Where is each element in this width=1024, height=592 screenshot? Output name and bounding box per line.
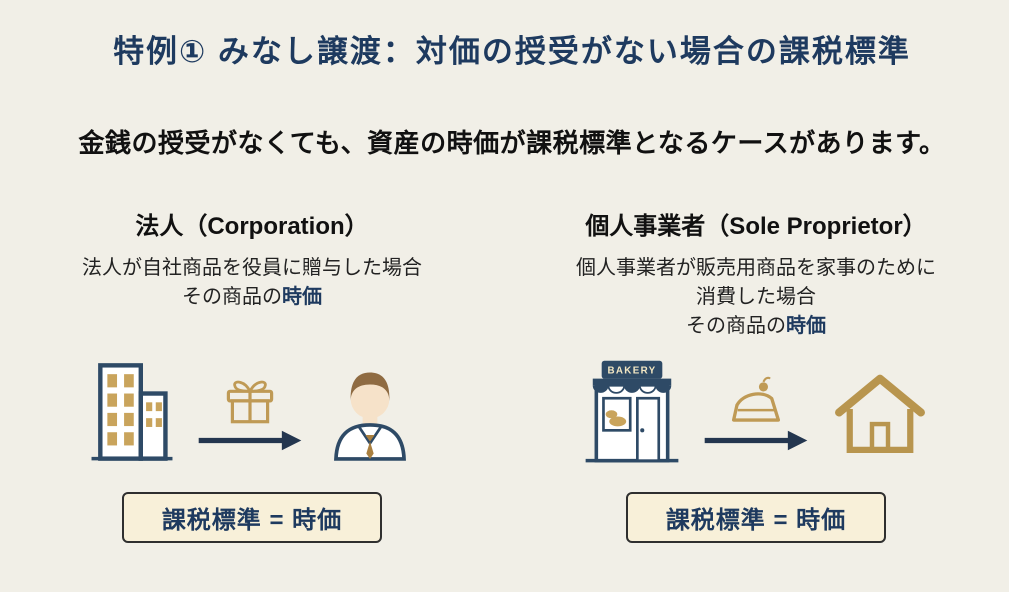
sole-proprietor-heading: 個人事業者（Sole Proprietor） (585, 213, 927, 240)
gift-arrow-group (196, 372, 304, 452)
sole-proprietor-desc-highlight: 時価 (786, 315, 826, 337)
bakery-sign-text: BAKERY (607, 365, 656, 376)
corporation-desc-prefix: その商品の (182, 286, 282, 308)
sole-proprietor-result-text: 課税標準 = 時価 (665, 507, 847, 534)
businessman-icon (334, 371, 406, 461)
arrow-right-icon (704, 430, 808, 451)
right-white-strip (1009, 0, 1024, 592)
sole-proprietor-desc-line3: その商品の時価 (576, 312, 936, 341)
subtitle: 金銭の授受がなくても、資産の時価が課税標準となるケースがあります。 (78, 128, 946, 158)
sole-proprietor-desc-prefix: その商品の (686, 315, 786, 337)
corporation-illustration (88, 348, 416, 476)
columns: 法人（Corporation） 法人が自社商品を役員に贈与した場合 その商品の時… (0, 206, 1024, 543)
sole-proprietor-illustration: BAKERY (582, 348, 930, 476)
sole-proprietor-desc-line2: 消費した場合 (696, 286, 816, 308)
corporation-heading: 法人（Corporation） (135, 213, 369, 240)
corporation-result-text: 課税標準 = 時価 (161, 507, 343, 534)
cake-slice-icon (731, 376, 781, 422)
sole-proprietor-result-box: 課税標準 = 時価 (625, 492, 887, 543)
gift-icon (226, 380, 274, 424)
corporation-desc-line1: 法人が自社商品を役員に贈与した場合 (82, 257, 422, 279)
corporation-section: 法人（Corporation） 法人が自社商品を役員に贈与した場合 その商品の時… (0, 206, 504, 543)
sole-proprietor-description: 個人事業者が販売用商品を家事のために 消費した場合 その商品の時価 (576, 254, 936, 346)
house-icon (835, 374, 925, 453)
page-title: 特例① みなし譲渡：対価の授受がない場合の課税標準 (113, 34, 911, 69)
sole-proprietor-section: 個人事業者（Sole Proprietor） 個人事業者が販売用商品を家事のため… (504, 206, 1008, 543)
sole-proprietor-desc-line1: 個人事業者が販売用商品を家事のために (576, 257, 936, 279)
bakery-icon: BAKERY (585, 360, 679, 462)
building-icon (91, 363, 173, 461)
corporation-desc-line2: その商品の時価 (82, 283, 422, 312)
cake-arrow-group (702, 372, 810, 452)
corporation-description: 法人が自社商品を役員に贈与した場合 その商品の時価 (82, 254, 422, 346)
arrow-right-icon (198, 430, 302, 451)
corporation-result-box: 課税標準 = 時価 (121, 492, 383, 543)
corporation-desc-highlight: 時価 (282, 286, 322, 308)
